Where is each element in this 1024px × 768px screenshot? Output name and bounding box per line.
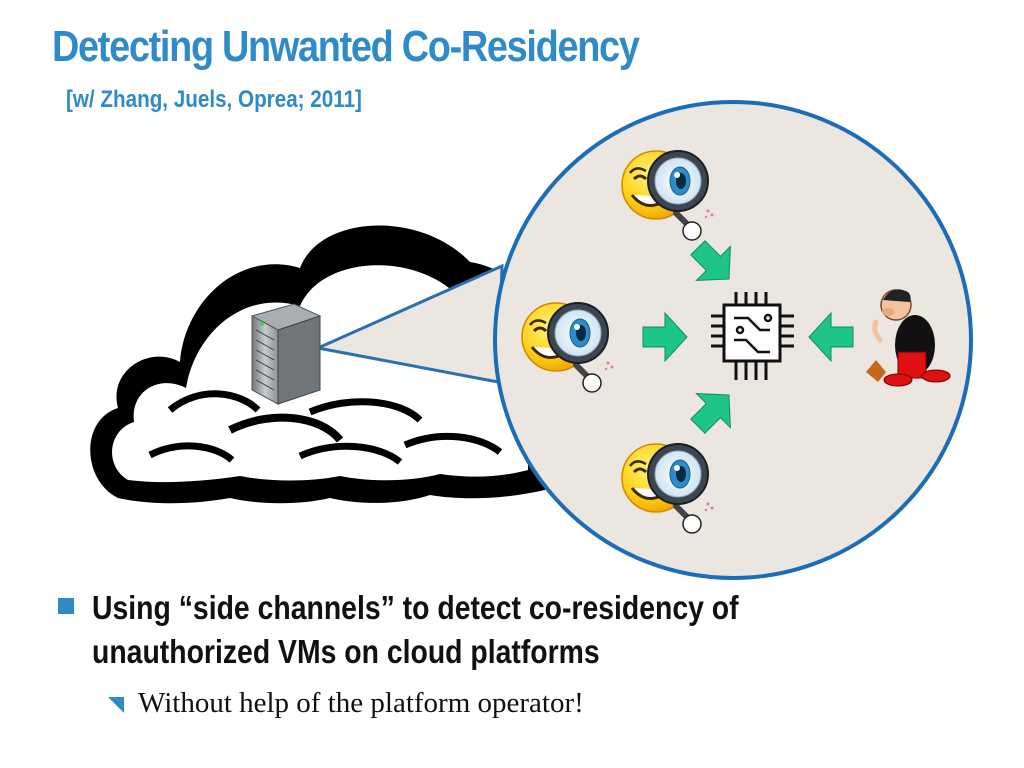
bullet-text: Using “side channels” to detect co-resid… xyxy=(92,586,952,674)
triangle-bullet-icon xyxy=(108,697,124,713)
chip-icon xyxy=(711,292,794,380)
bullet-line-1: Using “side channels” to detect co-resid… xyxy=(92,589,739,626)
villain-icon xyxy=(866,289,951,387)
bullet-line-2: unauthorized VMs on cloud platforms xyxy=(92,633,600,670)
square-bullet-icon xyxy=(58,598,74,614)
sub-bullet-text: Without help of the platform operator! xyxy=(138,687,584,719)
slide-title: Detecting Unwanted Co-Residency xyxy=(52,22,640,71)
slide-subtitle: [w/ Zhang, Juels, Oprea; 2011] xyxy=(66,86,362,113)
server-icon xyxy=(250,303,322,405)
